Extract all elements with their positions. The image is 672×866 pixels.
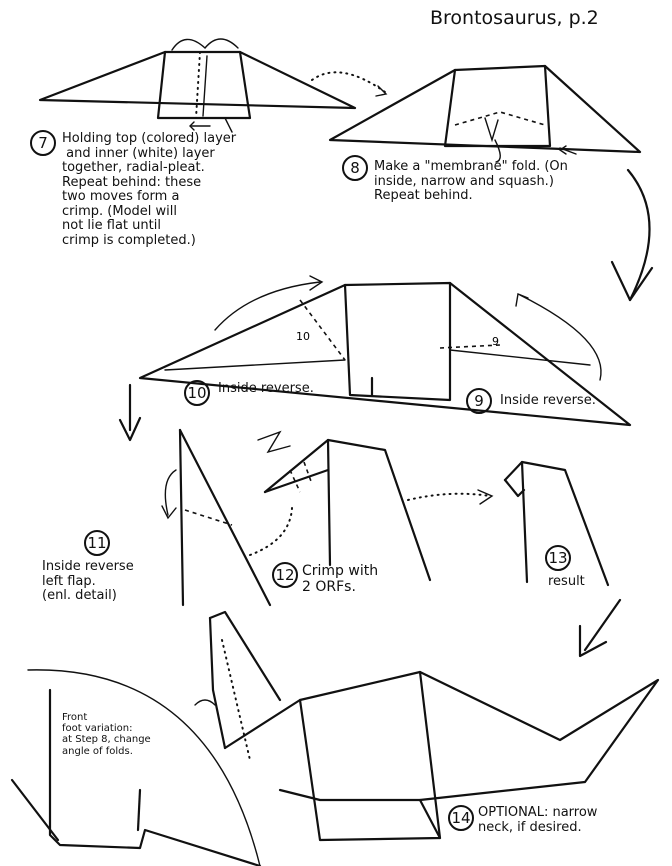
arrow-11-to-12	[249, 507, 293, 556]
step-11-number: 11	[84, 530, 110, 556]
step-12-text: Crimp with 2 ORFs.	[302, 563, 379, 595]
arrow-12-to-13	[407, 492, 491, 501]
step7-figure	[38, 38, 357, 133]
step-14-text: OPTIONAL: narrow neck, if desired.	[478, 805, 598, 835]
step13-figure	[503, 460, 610, 587]
step-7-number: 7	[30, 130, 56, 156]
arrow-8-to-9	[626, 168, 651, 302]
step9-10-figure	[138, 275, 632, 427]
step11-figure	[161, 428, 272, 607]
arrow-13-to-14	[583, 598, 622, 652]
fold-label-10: 10	[296, 330, 310, 343]
front-foot-variation-note: Front foot variation: at Step 8, change …	[62, 712, 151, 757]
step14-figure	[194, 610, 660, 842]
step-8-number: 8	[342, 155, 368, 181]
step8-figure	[328, 64, 642, 163]
fold-label-9: 9	[492, 335, 499, 348]
step12-figure	[257, 430, 432, 582]
step-10-number: 10	[184, 380, 210, 406]
page-title: Brontosaurus, p.2	[430, 7, 599, 29]
step-11-text: Inside reverse left flap. (enl. detail)	[42, 559, 134, 604]
step-9-number: 9	[466, 388, 492, 414]
step-14-number: 14	[448, 805, 474, 831]
arrow-7-to-8	[311, 71, 386, 93]
step-10-text: Inside reverse.	[218, 381, 314, 396]
step-8-text: Make a "membrane" fold. (On inside, narr…	[374, 159, 568, 204]
step-13-number: 13	[545, 545, 571, 571]
step-12-number: 12	[272, 562, 298, 588]
step-13-text: result	[548, 574, 585, 589]
step-7-text: Holding top (colored) layer and inner (w…	[62, 131, 237, 248]
step-9-text: Inside reverse.	[500, 393, 596, 408]
front-foot-variation	[10, 669, 262, 866]
